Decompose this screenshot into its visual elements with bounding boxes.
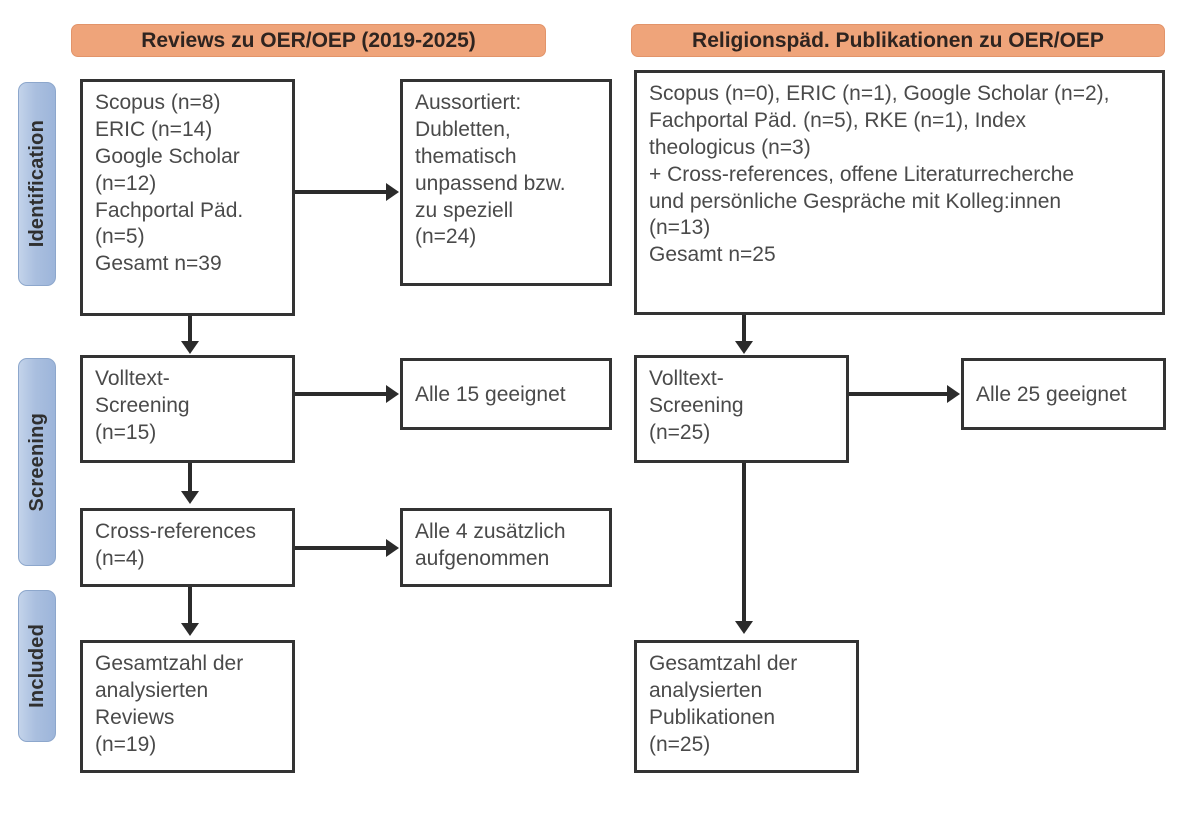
box-line: Scopus (n=8)	[95, 91, 221, 114]
box-line: Scopus (n=0), ERIC (n=1), Google Scholar…	[649, 82, 1110, 105]
box-left-crossrefs-result: Alle 4 zusätzlich aufgenommen	[400, 508, 612, 587]
arrowhead-left-to-excluded	[386, 183, 399, 201]
box-line: Volltext-	[649, 367, 724, 390]
column-header-right: Religionspäd. Publikationen zu OER/OEP	[631, 24, 1165, 57]
box-line: ERIC (n=14)	[95, 117, 213, 141]
box-line: unpassend bzw.	[415, 171, 566, 195]
box-line: Alle 4 zusätzlich	[415, 520, 566, 543]
box-line: Google Scholar	[95, 144, 240, 168]
box-line: und persönliche Gespräche mit Kolleg:inn…	[649, 189, 1062, 213]
connector-right-screening-to-result	[849, 392, 949, 396]
box-line: Gesamtzahl der	[95, 652, 244, 675]
box-left-identification: Scopus (n=8) ERIC (n=14) Google Scholar …	[80, 79, 295, 316]
phase-label-included: Included	[25, 624, 48, 708]
connector-left-identification-to-screening	[188, 316, 192, 343]
box-right-included: Gesamtzahl der analysierten Publikatione…	[634, 640, 859, 773]
box-line: analysierten	[95, 678, 209, 702]
box-line: (n=19)	[95, 732, 157, 756]
phase-tab-included: Included	[18, 590, 56, 742]
box-line: Gesamtzahl der	[649, 652, 798, 675]
box-line: Screening	[649, 393, 744, 417]
box-line: Cross-references	[95, 520, 257, 543]
box-line: + Cross-references, offene Literaturrech…	[649, 162, 1075, 186]
connector-left-crossrefs-to-result	[295, 546, 388, 550]
box-left-screening: Volltext- Screening (n=15)	[80, 355, 295, 463]
phase-label-identification: Identification	[25, 120, 48, 248]
box-left-screening-result: Alle 15 geeignet	[400, 358, 612, 430]
box-line: (n=13)	[649, 216, 711, 240]
box-line: aufgenommen	[415, 546, 550, 570]
arrowhead-right-to-included	[735, 621, 753, 634]
connector-left-identification-to-excluded	[295, 190, 388, 194]
box-line: Fachportal Päd.	[95, 198, 244, 222]
box-line: Screening	[95, 393, 190, 417]
arrowhead-left-to-included	[181, 623, 199, 636]
box-line: Gesamt n=39	[95, 252, 222, 276]
box-line: Publikationen	[649, 705, 776, 729]
box-line: Alle 25 geeignet	[976, 382, 1127, 406]
box-right-identification: Scopus (n=0), ERIC (n=1), Google Scholar…	[634, 70, 1165, 315]
box-line: (n=5)	[95, 225, 145, 249]
arrowhead-left-to-crossrefs	[181, 491, 199, 504]
arrowhead-right-to-screening	[735, 341, 753, 354]
box-line: (n=12)	[95, 171, 157, 195]
box-line: (n=4)	[95, 546, 145, 570]
box-line: (n=24)	[415, 225, 477, 249]
phase-tab-identification: Identification	[18, 82, 56, 286]
box-line: Alle 15 geeignet	[415, 382, 566, 406]
box-line: zu speziell	[415, 198, 514, 222]
phase-tab-screening: Screening	[18, 358, 56, 566]
box-line: Volltext-	[95, 367, 170, 390]
connector-right-screening-to-included	[742, 463, 746, 623]
box-line: Reviews	[95, 705, 175, 729]
arrowhead-right-screening-to-result	[947, 385, 960, 403]
box-line: (n=25)	[649, 420, 711, 444]
box-right-screening: Volltext- Screening (n=25)	[634, 355, 849, 463]
box-line: Gesamt n=25	[649, 243, 776, 267]
box-line: Dubletten,	[415, 117, 511, 141]
box-line: (n=15)	[95, 420, 157, 444]
box-right-screening-result: Alle 25 geeignet	[961, 358, 1166, 430]
box-left-crossrefs: Cross-references (n=4)	[80, 508, 295, 587]
arrowhead-left-crossrefs-to-result	[386, 539, 399, 557]
box-line: Fachportal Päd. (n=5), RKE (n=1), Index	[649, 108, 1027, 132]
box-line: thematisch	[415, 144, 517, 168]
arrowhead-left-to-screening	[181, 341, 199, 354]
box-line: Aussortiert:	[415, 91, 522, 114]
box-line: analysierten	[649, 678, 763, 702]
connector-left-crossrefs-to-included	[188, 587, 192, 625]
box-left-excluded: Aussortiert: Dubletten, thematisch unpas…	[400, 79, 612, 286]
connector-left-screening-to-crossrefs	[188, 463, 192, 493]
box-line: (n=25)	[649, 732, 711, 756]
arrowhead-left-screening-to-result	[386, 385, 399, 403]
column-header-left: Reviews zu OER/OEP (2019-2025)	[71, 24, 546, 57]
box-left-included: Gesamtzahl der analysierten Reviews (n=1…	[80, 640, 295, 773]
phase-label-screening: Screening	[25, 412, 48, 512]
connector-right-identification-to-screening	[742, 315, 746, 343]
connector-left-screening-to-result	[295, 392, 388, 396]
box-line: theologicus (n=3)	[649, 135, 811, 159]
